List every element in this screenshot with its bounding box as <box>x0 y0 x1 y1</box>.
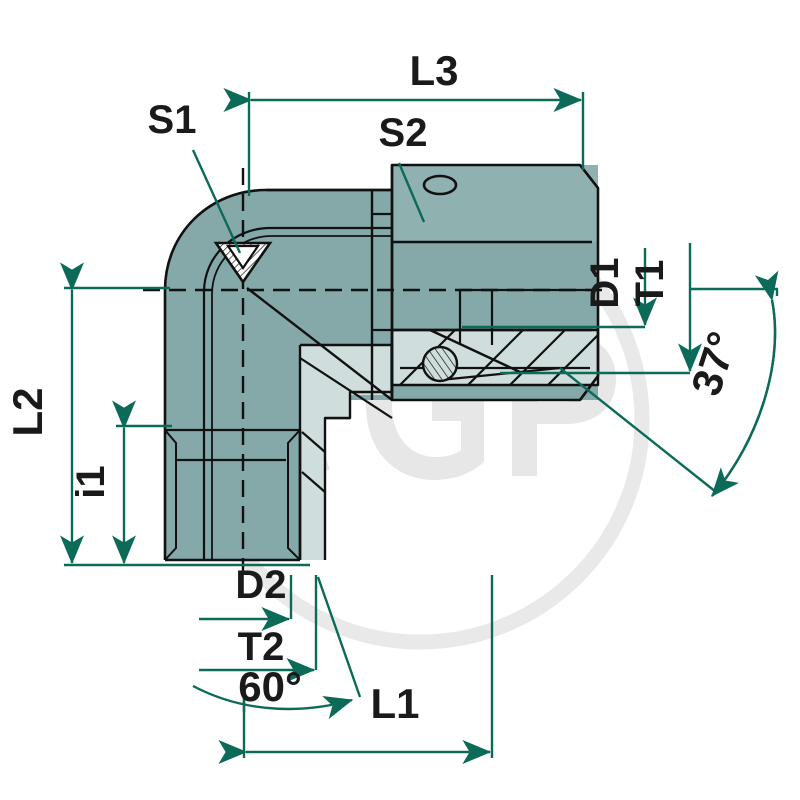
elbow-leg-chamfer-left <box>164 429 177 561</box>
label-D2: D2 <box>235 563 286 607</box>
hex-hole-icon <box>422 174 458 196</box>
nut-section-outline <box>390 328 600 387</box>
elbow-section-hatch-3 <box>301 471 326 493</box>
elbow-outline <box>163 188 392 560</box>
label-T2: T2 <box>238 625 285 669</box>
nut-section-diag-3 <box>509 329 566 386</box>
label-L3: L3 <box>409 47 458 94</box>
sealing-ring-section <box>421 345 459 383</box>
leader-S1 <box>191 149 242 254</box>
cone-seat-37 <box>429 328 521 374</box>
dimension-T2 <box>199 575 318 682</box>
nut-right-chamfer-bottom <box>579 375 599 401</box>
fitting-drawing-geometry <box>143 163 603 580</box>
dimension-L3 <box>223 88 585 196</box>
label-T1: T1 <box>628 260 672 307</box>
dimension-D2 <box>199 575 293 631</box>
elbow-leg-chamfer-right <box>287 429 301 561</box>
label-L1: L1 <box>370 680 419 727</box>
leader-S2 <box>397 162 426 223</box>
elbow-section-hatch-2 <box>301 431 326 453</box>
label-layer: S1 S2 L3 D1 T1 37° L2 i1 D2 T2 60° L1 <box>4 47 746 727</box>
label-D1: D1 <box>583 257 627 308</box>
nut-hex-top-band <box>392 165 598 242</box>
label-S2: S2 <box>379 111 428 155</box>
elbow-section-cut <box>300 345 390 560</box>
center-lines <box>143 168 603 580</box>
elbow-left-leg <box>165 430 300 560</box>
label-angle-37: 37° <box>682 326 746 401</box>
dimension-T1 <box>500 243 702 375</box>
elbow-section-hatch-1 <box>299 357 393 419</box>
dimension-L2 <box>59 262 310 567</box>
dimension-layer <box>59 88 779 764</box>
dimension-D1 <box>462 248 657 329</box>
dimension-i1 <box>112 400 172 565</box>
label-S1: S1 <box>148 98 197 142</box>
surface-finish-icon <box>213 241 273 285</box>
angle-37-indicator <box>559 270 779 497</box>
nut-section-diag-4 <box>547 334 599 386</box>
label-i1: i1 <box>69 465 113 498</box>
label-L2: L2 <box>4 387 51 436</box>
label-angle-60: 60° <box>238 663 302 710</box>
angle-60-indicator <box>192 576 362 720</box>
